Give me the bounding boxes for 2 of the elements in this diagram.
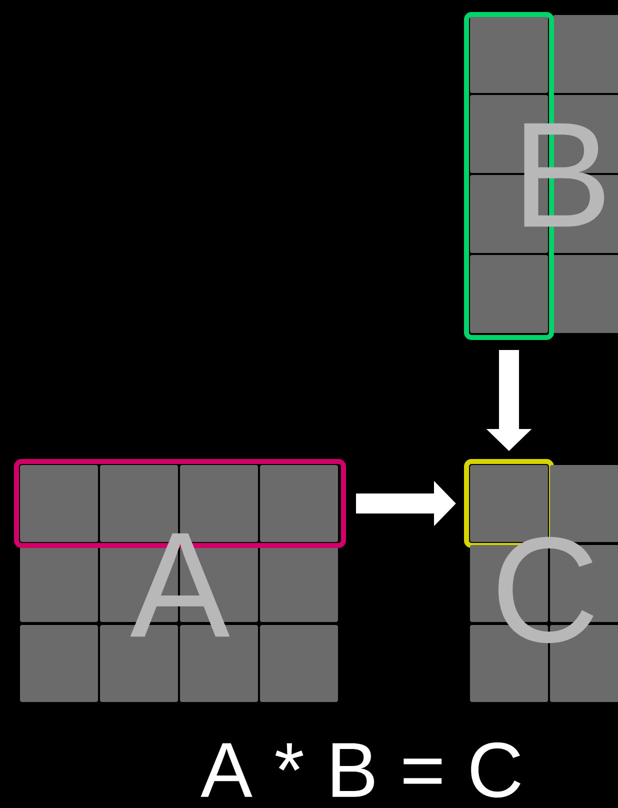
equation-text: A * B = C xyxy=(200,742,520,798)
matrix-grid xyxy=(20,465,338,702)
